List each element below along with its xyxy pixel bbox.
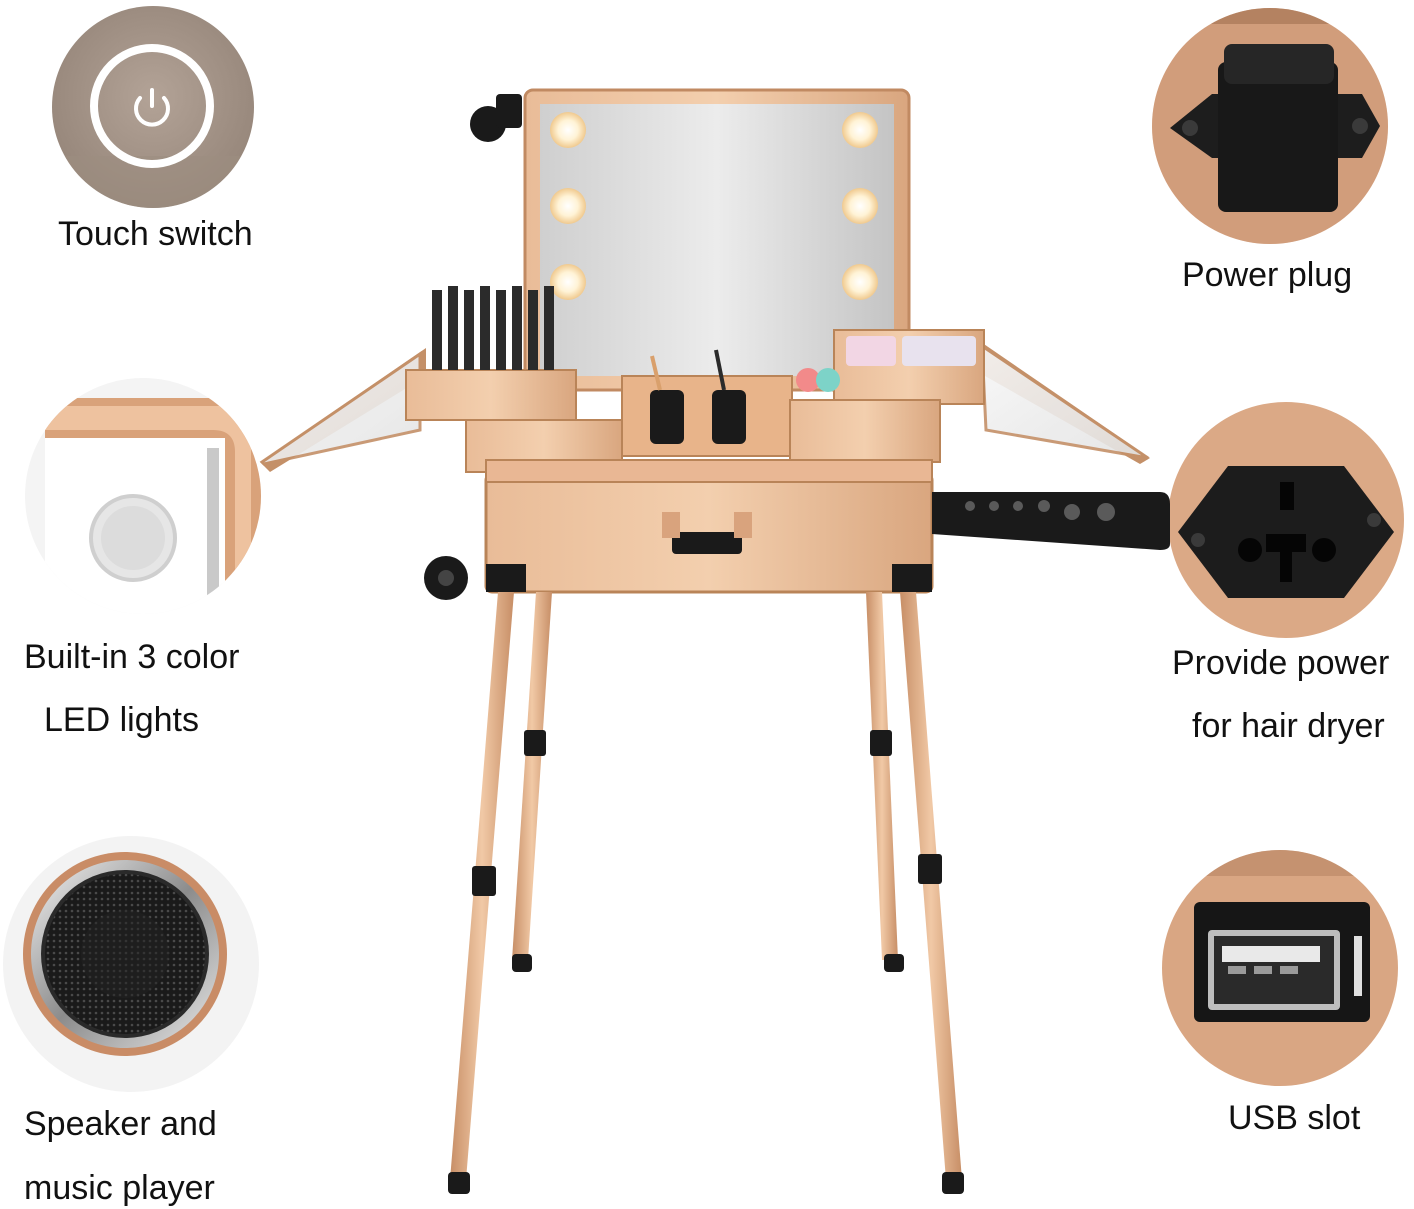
power-plug-label: Power plug — [1182, 256, 1353, 294]
speaker-icon — [3, 836, 259, 1092]
power-plug-photo — [1152, 8, 1388, 244]
touch-switch-label: Touch switch — [58, 215, 253, 253]
hair-dryer-label-2: for hair dryer — [1192, 707, 1385, 745]
led-lights-label-2: LED lights — [44, 701, 199, 739]
speaker-photo — [3, 836, 259, 1092]
socket-icon — [1168, 402, 1404, 638]
led-lights-label-1: Built-in 3 color — [24, 638, 240, 676]
usb-icon — [1162, 850, 1398, 1086]
speaker-label-1: Speaker and — [24, 1105, 217, 1143]
power-plug-icon — [1152, 8, 1388, 244]
power-icon — [134, 88, 170, 127]
touch-switch-photo — [52, 6, 254, 208]
led-mirror-icon — [25, 378, 261, 614]
led-mirror-photo — [25, 378, 261, 614]
speaker-label-2: music player — [24, 1169, 215, 1207]
usb-photo — [1162, 850, 1398, 1086]
makeup-station-photo — [250, 80, 1170, 1200]
usb-slot-label: USB slot — [1228, 1099, 1361, 1137]
hair-dryer-label-1: Provide power — [1172, 644, 1390, 682]
socket-photo — [1168, 402, 1404, 638]
